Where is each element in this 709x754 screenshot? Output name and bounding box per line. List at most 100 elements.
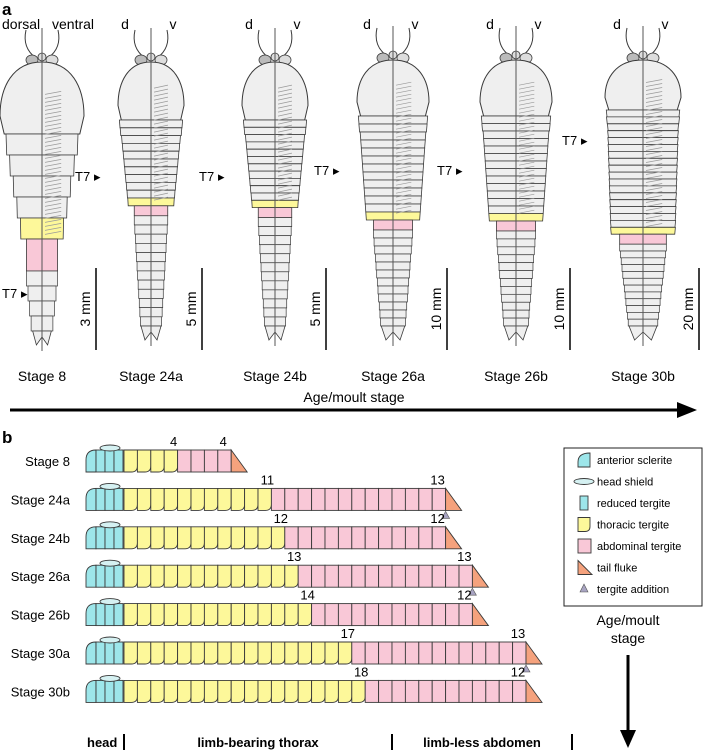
region-thorax: limb-bearing thorax <box>197 735 319 750</box>
thoracic-tergite-block <box>270 641 286 665</box>
tail-fluke-block <box>230 448 249 473</box>
abdominal-tergite-block <box>418 679 433 703</box>
reduced-tergite-block <box>95 679 106 703</box>
abdominal-tergite-block <box>270 487 286 511</box>
abdominal-count: 12 <box>430 511 444 526</box>
t7-arrow-icon: ▸ <box>21 286 28 301</box>
thoracic-tergite-block <box>190 564 205 588</box>
thoracic-tergite-block <box>337 679 353 703</box>
abdominal-tergite-block <box>284 526 299 550</box>
stage-label: Stage 26b <box>484 368 548 384</box>
head-shield-mark <box>99 559 121 567</box>
head-shield-mark <box>99 444 121 452</box>
ventral-short-label: v <box>535 16 542 32</box>
tail-fluke-shape <box>140 325 162 341</box>
reduced-tergite-block <box>113 641 124 665</box>
abdominal-tergite-block <box>445 564 460 588</box>
thoracic-count: 12 <box>274 511 288 526</box>
thoracic-tergite-block <box>257 487 272 511</box>
head-shield-mark <box>99 521 121 529</box>
abdominal-tergite-block <box>364 679 380 703</box>
legend-label: anterior sclerite <box>597 455 672 467</box>
thoracic-tergite-block <box>244 679 259 703</box>
thoracic-tergite-block <box>217 487 232 511</box>
thoracic-tergite-block <box>230 679 246 703</box>
abdominal-tergite-block <box>378 679 393 703</box>
abdominal-tergite-block <box>297 487 313 511</box>
abdominal-tergite-block <box>418 487 433 511</box>
thoracic-tergite-block <box>150 603 165 627</box>
thoracic-tergite-block <box>163 641 179 665</box>
head-shield-mark <box>99 674 121 682</box>
abdominal-tergite-block <box>485 641 500 665</box>
thoracic-tergite-block <box>217 526 232 550</box>
abdominal-tergite-block <box>458 564 473 588</box>
abdominal-tergite-block <box>378 526 393 550</box>
thoracic-tergite-block <box>177 603 192 627</box>
tail-fluke-shape <box>264 325 286 341</box>
thoracic-tergite-block <box>177 679 192 703</box>
scale-bar-label: 20 mm <box>680 288 696 331</box>
antenna-icon <box>498 27 511 57</box>
thoracic-tergite-block <box>177 487 192 511</box>
thoracic-tergite-block <box>244 564 259 588</box>
anterior-sclerite-block <box>85 603 97 627</box>
reduced-tergite-block <box>95 641 106 665</box>
legend-item-thoracic-tergite: thoracic tergite <box>577 517 669 532</box>
tail-fluke-shape <box>628 325 658 341</box>
abdominal-tergite-block <box>351 641 366 665</box>
thoracic-tergite-block <box>284 641 299 665</box>
abdominal-tergite-block <box>471 641 487 665</box>
t7-label: T7 <box>75 169 90 184</box>
thoracic-tergite-block <box>203 564 219 588</box>
abdominal-tergite-block <box>431 603 447 627</box>
thoracic-tergite-block <box>203 487 219 511</box>
head-shield-mark <box>99 598 121 606</box>
thoracic-tergite-block <box>203 679 219 703</box>
abdominal-tergite-block <box>431 526 447 550</box>
antenna-icon <box>156 29 169 59</box>
thoracic-tergite-block <box>177 526 192 550</box>
thoracic-tergite-block <box>257 526 272 550</box>
abdominal-count: 13 <box>457 549 471 564</box>
abdominal-tergite-block <box>324 487 339 511</box>
antenna-icon <box>398 27 411 57</box>
abdominal-tergite-block <box>324 564 339 588</box>
legend-label: tail fluke <box>597 563 637 575</box>
thoracic-tergite-block <box>230 564 246 588</box>
abdominal-tergite-block <box>458 641 473 665</box>
thoracic-tergite-block <box>123 603 138 627</box>
abdominal-tergite-block <box>217 449 232 473</box>
thoracic-tergite-block <box>150 487 165 511</box>
thoracic-tergite-block <box>190 487 205 511</box>
tail-fluke-block <box>471 563 490 588</box>
head-shield-mark <box>99 636 121 644</box>
abdominal-tergite-block <box>404 564 420 588</box>
thoracic-tergite-block <box>270 603 286 627</box>
row-stage-label: Stage 8 <box>25 454 70 469</box>
head-shield-mark <box>99 482 121 490</box>
abdominal-tergite-block <box>177 449 192 473</box>
row-stage-label: Stage 30b <box>11 684 70 699</box>
anterior-sclerite-block <box>85 641 97 665</box>
ventral-short-label: v <box>412 16 419 32</box>
stage-label: Stage 8 <box>18 368 66 384</box>
reduced-tergite-block <box>113 487 124 511</box>
antenna-icon <box>47 29 60 59</box>
thoracic-tergite-block <box>190 641 205 665</box>
thoracic-tergite-block <box>351 679 366 703</box>
thoracic-tergite-block <box>230 526 246 550</box>
abdominal-tergite-block <box>431 564 447 588</box>
abdominal-tergite-block <box>485 679 500 703</box>
thoracic-tergite-block <box>123 526 138 550</box>
thoracic-tergite-block <box>217 603 232 627</box>
abdominal-tergite-block <box>297 564 313 588</box>
thoracic-tergite-block <box>244 641 259 665</box>
